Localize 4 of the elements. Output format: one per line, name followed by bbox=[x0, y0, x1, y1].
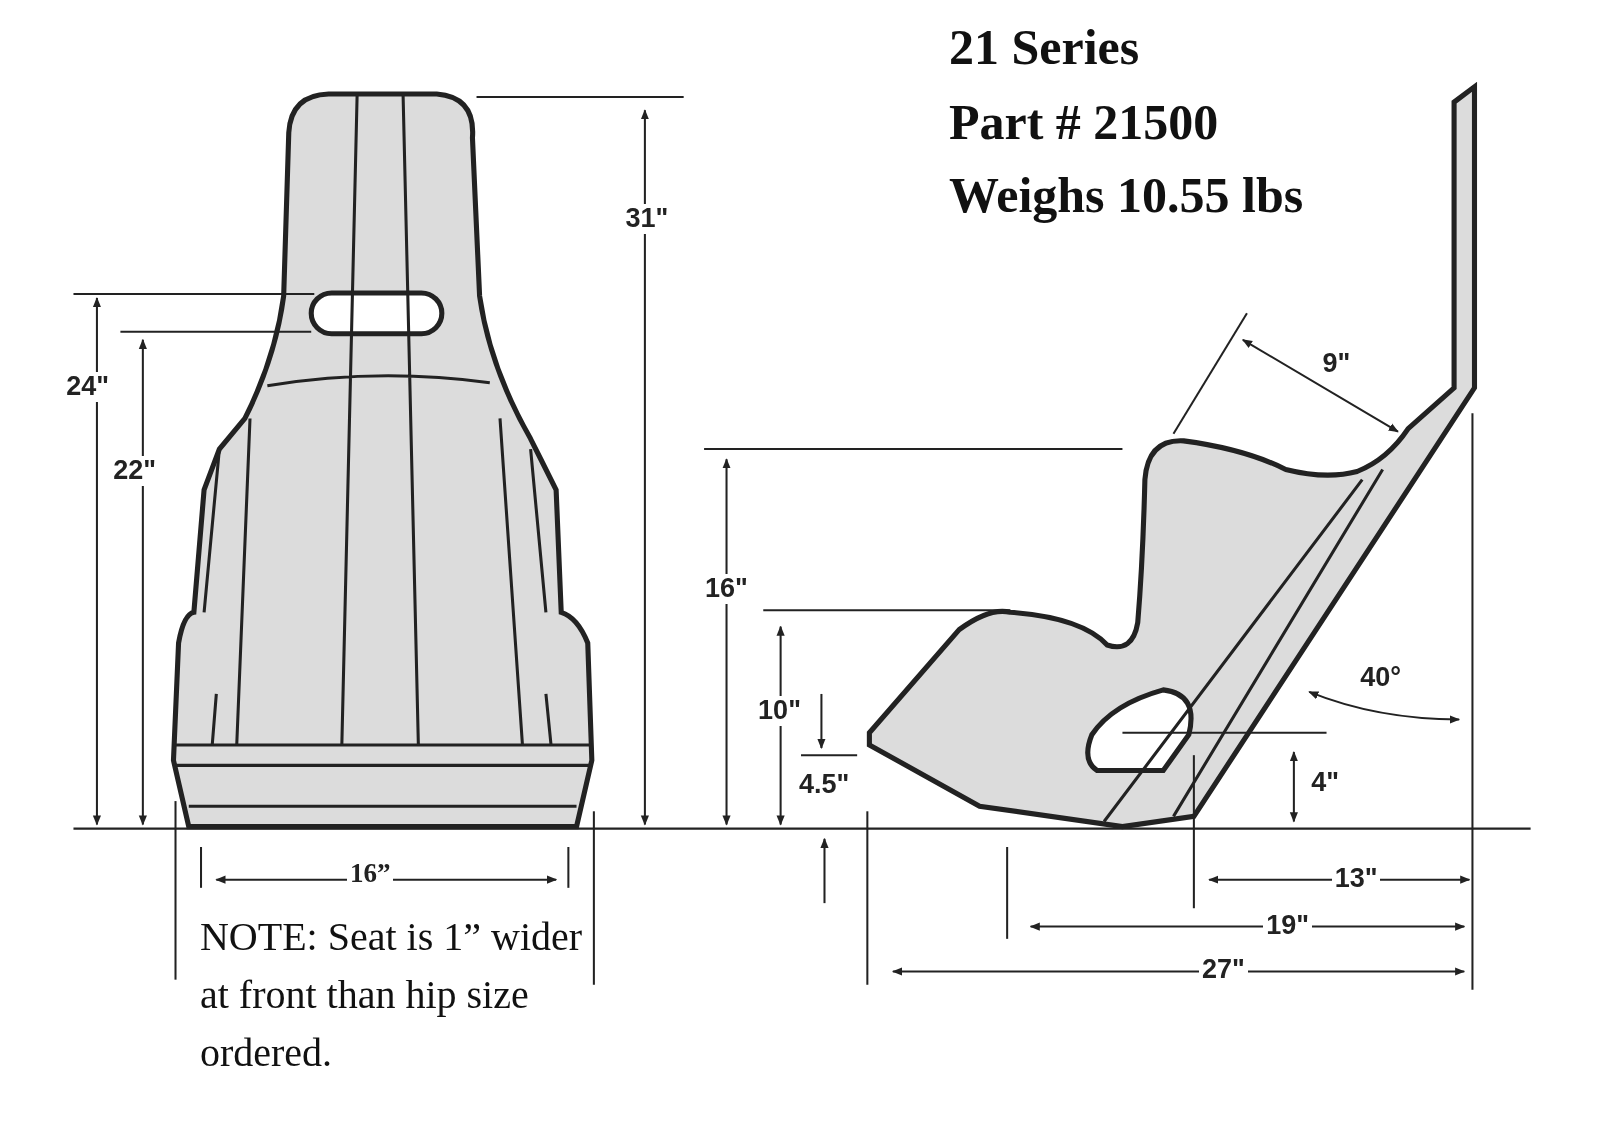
part-number: Part # 21500 bbox=[948, 94, 1219, 150]
title: 21 Series bbox=[948, 20, 1140, 76]
weight-text: Weighs 10.55 lbs bbox=[948, 168, 1304, 224]
note-text: NOTE: Seat is 1” wider at front than hip size ordered. bbox=[198, 913, 584, 1078]
